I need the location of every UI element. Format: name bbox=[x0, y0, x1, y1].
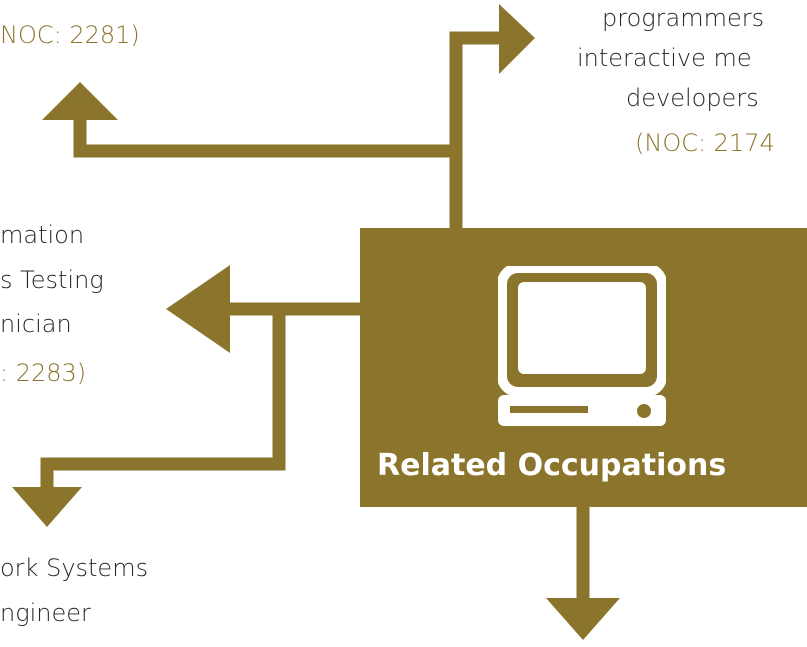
connector-bottom-left bbox=[40, 309, 286, 488]
computer-icon bbox=[498, 266, 666, 426]
occupation-bottom-left-line-1: ork Systems bbox=[0, 554, 149, 582]
occupation-left-noc: : 2283) bbox=[0, 359, 87, 387]
arrowhead-bottom bbox=[546, 598, 620, 640]
arrowhead-top-right bbox=[499, 4, 535, 74]
arrowheads bbox=[12, 4, 620, 640]
connector-top-left bbox=[73, 118, 456, 158]
power-button bbox=[637, 404, 651, 418]
occupation-top-right-line-1: programmers bbox=[602, 4, 765, 32]
occupation-top-right-noc: (NOC: 2174 bbox=[635, 129, 775, 157]
arrowhead-top-left bbox=[42, 82, 118, 120]
occupation-top-right-line-3: developers bbox=[626, 84, 759, 112]
connector-top-right bbox=[449, 31, 500, 228]
occupation-bottom-left-line-2: ngineer bbox=[0, 599, 91, 627]
occupation-top-left-noc: NOC: 2281) bbox=[0, 21, 140, 49]
monitor-frame bbox=[498, 266, 666, 397]
occupation-left-line-3: nician bbox=[0, 310, 72, 338]
monitor-screen bbox=[518, 282, 646, 374]
arrowhead-bottom-left bbox=[12, 487, 82, 527]
occupation-left-line-2: s Testing bbox=[0, 266, 104, 294]
connector-lines bbox=[40, 31, 590, 598]
occupation-top-right-line-2: interactive me bbox=[577, 44, 752, 72]
related-occupations-hub: Related Occupations bbox=[360, 228, 807, 507]
occupation-left-line-1: mation bbox=[0, 221, 85, 249]
drive-slot bbox=[510, 406, 588, 413]
hub-title: Related Occupations bbox=[377, 448, 727, 483]
arrowhead-left bbox=[166, 265, 230, 353]
